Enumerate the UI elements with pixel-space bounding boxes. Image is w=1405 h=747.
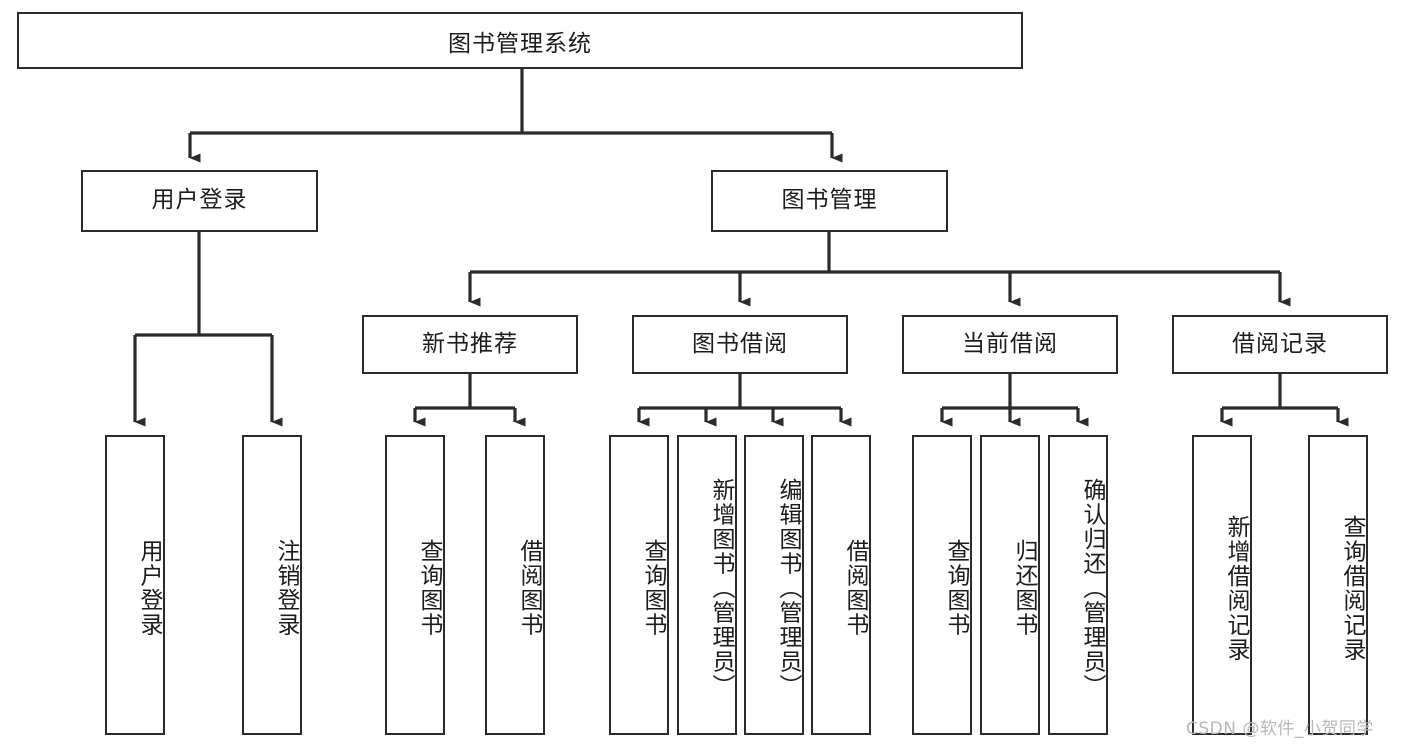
node-label: 借阅记录 <box>1232 330 1328 357</box>
leaf-add-borrow-record[interactable]: 新增借阅记录 <box>1192 435 1252 735</box>
node-book-borrow[interactable]: 图书借阅 <box>632 315 848 374</box>
node-label: 新增图书（管理员） <box>708 477 734 699</box>
node-borrow-record[interactable]: 借阅记录 <box>1172 315 1388 374</box>
leaf-edit-book-admin[interactable]: 编辑图书（管理员） <box>744 435 804 735</box>
leaf-query-book-current[interactable]: 查询图书 <box>912 435 972 735</box>
node-label: 查询图书 <box>416 539 442 637</box>
leaf-borrow-book-recommend[interactable]: 借阅图书 <box>485 435 545 735</box>
leaf-query-borrow-record[interactable]: 查询借阅记录 <box>1308 435 1368 735</box>
node-label: 图书管理 <box>781 187 878 214</box>
node-label: 用户登录 <box>151 187 248 214</box>
node-label: 编辑图书（管理员） <box>775 477 801 699</box>
node-label: 借阅图书 <box>516 539 542 637</box>
node-label: 新书推荐 <box>422 330 518 357</box>
node-book-manage[interactable]: 图书管理 <box>711 170 948 232</box>
node-root-system[interactable]: 图书管理系统 <box>17 12 1023 69</box>
node-new-book-recommend[interactable]: 新书推荐 <box>362 315 578 374</box>
node-label: 用户登录 <box>136 539 162 637</box>
leaf-query-book-borrow[interactable]: 查询图书 <box>609 435 669 735</box>
node-label: 图书借阅 <box>692 330 788 357</box>
node-label: 注销登录 <box>273 539 299 637</box>
leaf-return-book[interactable]: 归还图书 <box>980 435 1040 735</box>
leaf-add-book-admin[interactable]: 新增图书（管理员） <box>677 435 737 735</box>
node-current-borrow[interactable]: 当前借阅 <box>902 315 1118 374</box>
node-label: 查询借阅记录 <box>1339 514 1365 662</box>
node-label: 借阅图书 <box>842 539 868 637</box>
csdn-watermark: CSDN @软件_小贺同学 <box>1186 719 1374 739</box>
node-label: 归还图书 <box>1011 539 1037 637</box>
node-label: 新增借阅记录 <box>1223 514 1249 662</box>
node-label: 查询图书 <box>640 539 666 637</box>
leaf-user-login[interactable]: 用户登录 <box>105 435 165 735</box>
leaf-borrow-book[interactable]: 借阅图书 <box>811 435 871 735</box>
node-label: 图书管理系统 <box>448 30 592 57</box>
leaf-query-book-recommend[interactable]: 查询图书 <box>385 435 445 735</box>
node-label: 确认归还（管理员） <box>1079 477 1105 699</box>
leaf-confirm-return-admin[interactable]: 确认归还（管理员） <box>1048 435 1108 735</box>
node-label: 当前借阅 <box>962 330 1058 357</box>
node-user-login[interactable]: 用户登录 <box>81 170 318 232</box>
node-label: 查询图书 <box>943 539 969 637</box>
leaf-logout-login[interactable]: 注销登录 <box>242 435 302 735</box>
